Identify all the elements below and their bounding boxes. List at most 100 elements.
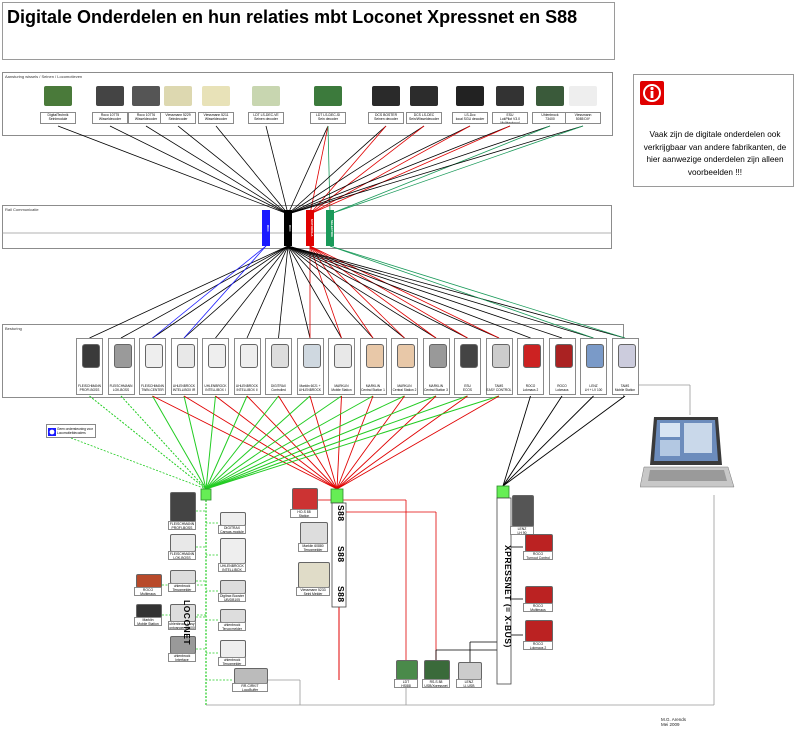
accessory-device-image	[496, 86, 524, 106]
connection-line	[502, 395, 563, 487]
controller-device: UHLENBROCK INTELLIBOX IR	[170, 338, 198, 395]
loconet-device: FLEISCHMANN LOK-BOSS	[168, 534, 196, 560]
connection-line	[278, 395, 338, 490]
controller-device-label: MARKLIN Central Station 3	[424, 384, 448, 393]
connection-line	[109, 125, 289, 215]
s88-bar	[331, 502, 347, 608]
connection-line	[205, 395, 342, 490]
loconet-device-label: FLEISCHMANN PROFI-BOSS	[168, 521, 196, 530]
connection-line	[152, 245, 289, 339]
laptop-icon	[639, 417, 735, 488]
accessory-device: Viessmann 5229 Seindecoder	[160, 82, 196, 126]
connection-line	[265, 125, 289, 215]
accessory-device-label: Roco 10775 Wisseldecoder	[92, 112, 128, 124]
xpressnet-device-label: ROCO Multimaus	[523, 603, 553, 612]
loconet-device-label: Digitrax Booster UB/DB105	[218, 593, 246, 602]
xpressnet-device-label: LENZ LH 90	[510, 526, 534, 535]
connection-line	[287, 125, 425, 215]
controller-device-image	[113, 344, 132, 368]
connection-line	[309, 245, 374, 339]
connection-line	[309, 125, 511, 215]
controller-device: MARKLIN Central Station 2	[391, 338, 418, 395]
xpressnet-device-image	[525, 534, 553, 552]
connection-line	[287, 245, 563, 339]
s88-device-label: Marklin 60880 Terugmelder	[298, 543, 328, 552]
connection-line	[287, 245, 311, 339]
xpressnet-interface-label: LENZ LI-USB	[456, 679, 482, 688]
connection-line	[309, 125, 425, 215]
connection-line	[336, 395, 500, 490]
xpressnet-interface: LENZ LI-USB	[456, 662, 482, 688]
connection-line	[336, 395, 342, 490]
controller-device-image	[586, 344, 604, 368]
accessory-device: LDT LS-DEC-VE Seinen decoder	[248, 82, 284, 126]
xpressnet-interface-image	[396, 660, 418, 680]
laptop-image	[639, 415, 736, 495]
loconet-device-label: UHLENBROCK INTELLIBOX BASIC	[218, 563, 246, 572]
connection-line	[336, 395, 468, 490]
loconet-device-label: Marklin Mobile Station	[134, 617, 162, 626]
accessory-device-label: DCS LS-DEC Sein/Wisseldecoder	[406, 112, 442, 124]
connection-line	[502, 395, 594, 487]
connection-line	[278, 245, 289, 339]
loconet-device-image	[170, 534, 196, 552]
xpressnet-device-label: ROCO Turnout Control	[523, 551, 553, 560]
xpressnet-device: LENZ LH 90	[510, 495, 534, 535]
controller-device-image	[554, 344, 573, 368]
controller-device-label: FLEISCHMANN LOK-BOSS	[109, 384, 133, 393]
loconet-note: Geen ondersteuning voor Locomotiefdecode…	[46, 424, 96, 438]
controller-device-image	[271, 344, 289, 368]
accessory-device-image	[164, 86, 192, 106]
controller-device-label: TAMS Mobile Station	[614, 384, 636, 393]
connection-line	[336, 395, 374, 490]
controller-device-label: MARKLIN Central Station 2	[392, 384, 417, 393]
controller-device: DIGITRAX Controlled	[265, 338, 292, 395]
loconet-device-label: ROCO Multimaus	[134, 587, 162, 596]
connection-line	[309, 245, 437, 339]
connection-line	[205, 395, 437, 490]
loconet-hub	[200, 488, 212, 501]
rail-protocol-tag: DCC	[284, 210, 292, 246]
connection-line	[287, 245, 405, 339]
controller-device-label: TAMS EASY CONTROL	[486, 384, 512, 393]
s88-device: Viessmann 5233 Seinl Melder	[296, 562, 330, 596]
loconet-device-image	[136, 604, 162, 618]
loconet-note-icon	[48, 428, 56, 436]
connection-line	[215, 395, 338, 490]
accessory-device-image	[202, 86, 230, 106]
controller-device: TAMS EASY CONTROL	[485, 338, 513, 395]
connection-line	[309, 245, 342, 339]
accessory-device-label: LDT LS-DEC-SI Sein decoder	[310, 112, 346, 124]
controller-device-image	[145, 344, 163, 368]
accessory-device-image	[456, 86, 484, 106]
connection-line	[287, 245, 468, 339]
xpressnet-bar	[496, 497, 512, 685]
connection-line	[309, 245, 405, 339]
controller-device-image	[460, 344, 478, 368]
loconet-device-label: FLEISCHMANN LOK-BOSS	[168, 551, 196, 560]
accessory-device-label: Viessmann 5229 Seindecoder	[160, 112, 196, 124]
loconet-device-label: uhlenbrock Interface	[168, 653, 196, 662]
connection-line	[309, 125, 329, 215]
connection-line	[287, 125, 584, 215]
accessory-device-label: Viessmann 5211 Wisseldecoder	[198, 112, 234, 124]
connection-line	[502, 395, 531, 487]
loconet-device-image	[220, 538, 246, 564]
connection-line	[152, 395, 338, 490]
controller-device-image	[491, 344, 510, 368]
connection-line	[120, 395, 207, 490]
xpressnet-interface: RS-S 88 USB/Xpressnet LI	[422, 660, 450, 688]
xpressnet-hub	[496, 485, 510, 499]
controller-device-image	[302, 344, 321, 368]
accessory-device-image	[132, 86, 160, 106]
accessory-device-label: DigitalTechnik Seinlmodule	[40, 112, 76, 124]
connection-line	[287, 125, 329, 215]
controller-device-image	[523, 344, 541, 368]
s88-device-image	[300, 522, 328, 544]
accessory-device-image	[410, 86, 438, 106]
connection-line	[145, 125, 289, 215]
controller-device: FLEISCHMANN LOK-BOSS	[107, 338, 135, 395]
connection-line	[205, 395, 311, 490]
xpressnet-device-label: ROCO Lokmaus 2	[523, 641, 553, 650]
accessory-device-image	[44, 86, 72, 106]
